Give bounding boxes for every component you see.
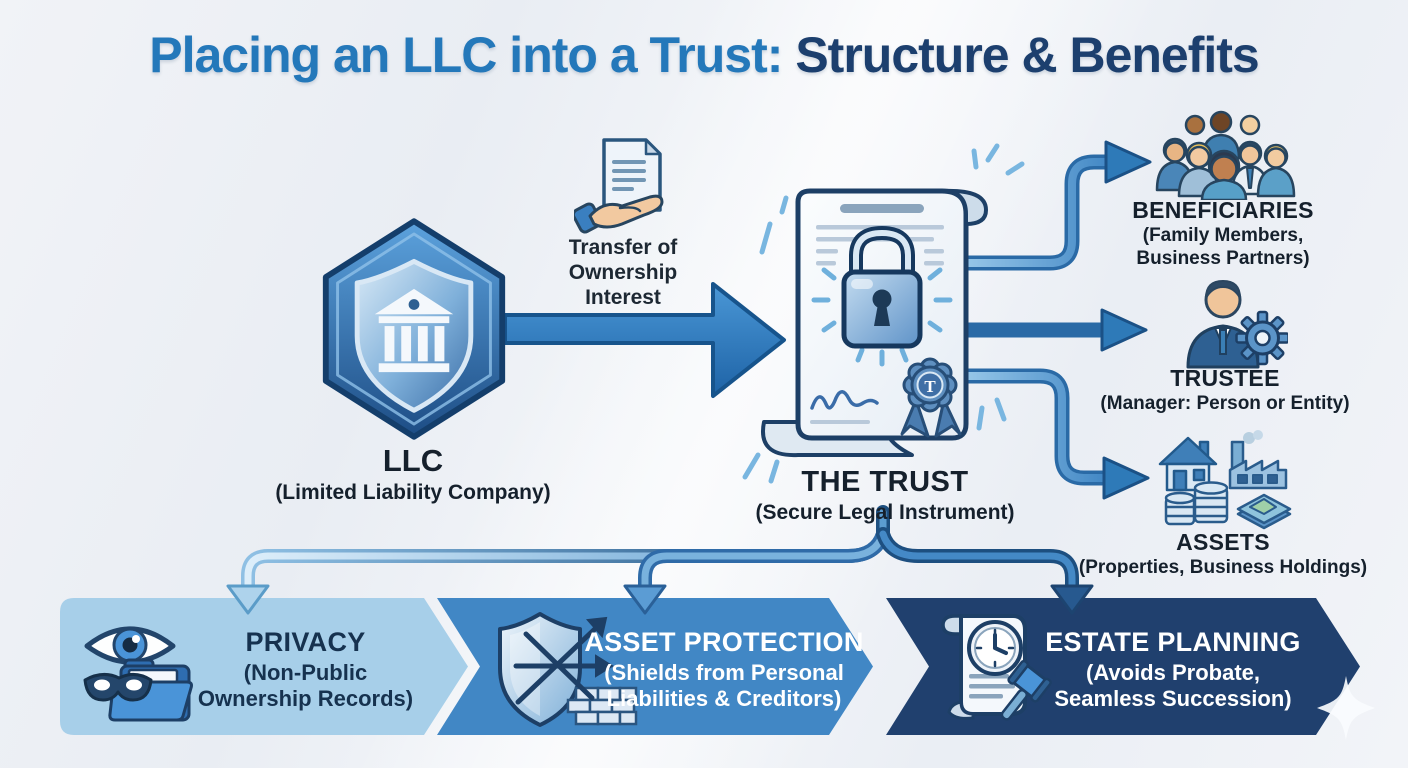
estate-planning-subtitle: (Avoids Probate, Seamless Succession) xyxy=(1054,660,1292,711)
asset-protection-name: ASSET PROTECTION xyxy=(584,627,864,657)
hand-holding-document-icon xyxy=(574,138,664,234)
beneficiaries-node xyxy=(1150,106,1300,200)
trust-to-benefits-connector xyxy=(226,505,1094,615)
llc-node xyxy=(316,214,512,444)
estate-planning-down-arrowhead xyxy=(1050,584,1094,615)
scroll-clock-gavel-icon xyxy=(941,614,1052,721)
factory-glyph xyxy=(1228,430,1288,490)
brick-wall-glyph xyxy=(566,686,638,726)
trustee-name: TRUSTEE xyxy=(1170,365,1280,391)
coins-glyph xyxy=(1164,481,1229,526)
title-part-1: Placing an LLC into a Trust: xyxy=(149,27,796,83)
trust-to-beneficiaries-arrow xyxy=(942,140,1152,271)
trustee-label: TRUSTEE (Manager: Person or Entity) xyxy=(1075,365,1375,416)
privacy-down-arrowhead xyxy=(226,584,270,615)
llc-to-trust-arrow xyxy=(503,282,786,398)
assets-name: ASSETS xyxy=(1176,529,1270,555)
businessperson-gear-icon xyxy=(1186,279,1288,369)
page-title: Placing an LLC into a Trust: Structure &… xyxy=(0,26,1408,84)
llc-name: LLC xyxy=(382,443,444,478)
transfer-text: Transfer of Ownership Interest xyxy=(568,236,678,309)
house-glyph xyxy=(1158,436,1218,492)
asset-protection-icon-node xyxy=(488,606,640,731)
seal-letter: T xyxy=(924,377,936,396)
signature xyxy=(810,390,879,410)
trend-arrows-glyph xyxy=(513,616,614,705)
assets-subtitle: (Properties, Business Holdings) xyxy=(1078,557,1368,578)
trustee-node xyxy=(1176,274,1288,369)
clock-glyph xyxy=(967,620,1023,676)
asset-protection-subtitle: (Shields from Personal Liabilities & Cre… xyxy=(604,660,844,711)
transfer-node xyxy=(574,136,670,238)
beneficiaries-label: BENEFICIARIES (Family Members, Business … xyxy=(1093,197,1353,271)
llc-subtitle: (Limited Liability Company) xyxy=(275,481,551,504)
trustee-subtitle: (Manager: Person or Entity) xyxy=(1100,393,1350,414)
bank-glyph xyxy=(374,288,454,373)
house-factory-coins-land-icon xyxy=(1158,430,1292,530)
estate-planning-label: ESTATE PLANNING (Avoids Probate, Seamles… xyxy=(1013,627,1333,712)
beneficiaries-name: BENEFICIARIES xyxy=(1132,197,1314,223)
lock-rays xyxy=(811,267,953,367)
gear-glyph xyxy=(1235,310,1288,366)
privacy-icon-node xyxy=(75,608,215,728)
assets-node xyxy=(1152,430,1292,530)
asset-protection-down-arrowhead xyxy=(623,584,667,615)
estate-planning-name: ESTATE PLANNING xyxy=(1045,627,1301,657)
transfer-label: Transfer of Ownership Interest xyxy=(528,236,718,310)
asset-protection-label: ASSET PROTECTION (Shields from Personal … xyxy=(578,627,870,712)
assets-label: ASSETS (Properties, Business Holdings) xyxy=(1063,529,1383,580)
people-group-icon xyxy=(1155,110,1296,200)
eye-mask-folder-icon xyxy=(83,626,193,722)
trust-to-trustee-arrow xyxy=(942,308,1148,352)
estate-planning-icon-node xyxy=(933,608,1068,726)
trust-label: THE TRUST (Secure Legal Instrument) xyxy=(730,466,1040,525)
llc-label: LLC (Limited Liability Company) xyxy=(258,443,568,505)
gavel-glyph xyxy=(1000,659,1052,721)
privacy-name: PRIVACY xyxy=(245,627,366,657)
sparkle-star xyxy=(1317,676,1375,740)
title-part-2: Structure & Benefits xyxy=(795,27,1259,83)
mask-glyph xyxy=(83,673,153,702)
trust-node: T xyxy=(752,178,1014,470)
beneficiaries-subtitle: (Family Members, Business Partners) xyxy=(1136,225,1310,269)
trust-to-assets-arrow xyxy=(942,368,1150,500)
shield-bank-hexagon-icon xyxy=(322,218,506,440)
sparkle-dashes xyxy=(742,143,1025,484)
shield-arrows-wall-icon xyxy=(498,612,638,727)
privacy-label: PRIVACY (Non-Public Ownership Records) xyxy=(178,627,433,712)
trust-subtitle: (Secure Legal Instrument) xyxy=(755,501,1015,524)
trust-seal: T xyxy=(900,357,962,438)
privacy-subtitle: (Non-Public Ownership Records) xyxy=(197,660,414,711)
trust-name: THE TRUST xyxy=(801,466,969,498)
land-glyph xyxy=(1236,493,1292,530)
scroll-padlock-seal-icon: T xyxy=(761,188,988,458)
